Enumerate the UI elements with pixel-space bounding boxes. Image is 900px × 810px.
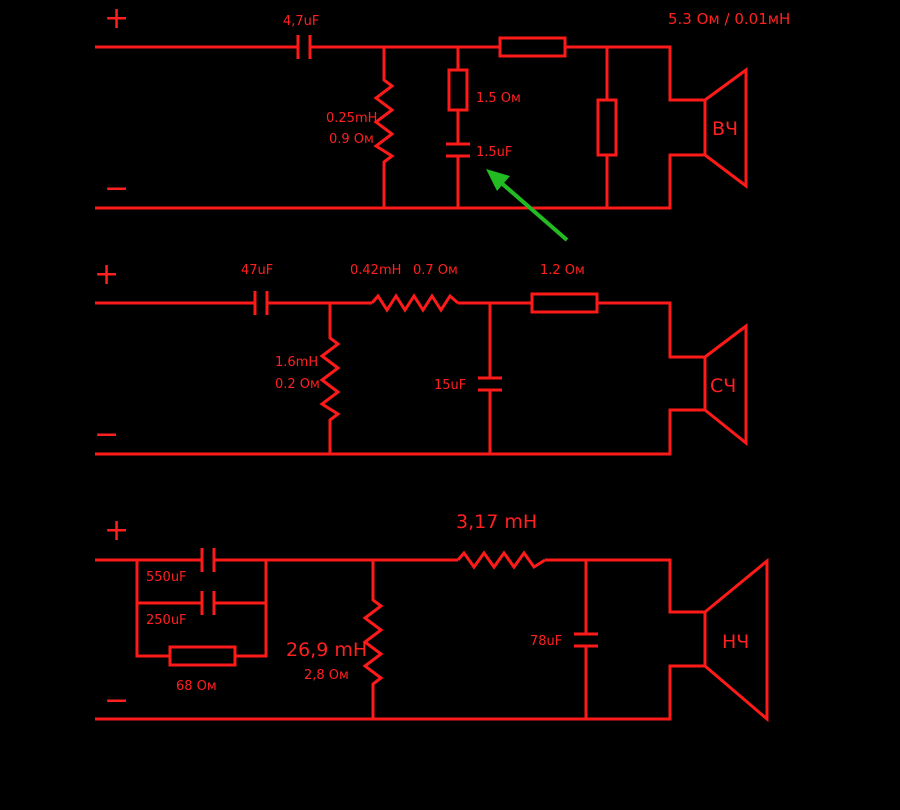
mid-shunt-inductor xyxy=(319,303,341,454)
woofer-shunt-inductor-resistance: 2,8 Ом xyxy=(304,668,349,683)
mid-series-inductor-label: 0.42mH xyxy=(350,263,401,278)
woofer-minus-terminal: − xyxy=(104,683,129,718)
woofer-plus-terminal: + xyxy=(104,513,129,548)
woofer-speaker-label: НЧ xyxy=(722,631,749,653)
woofer-parallel-resistor-label: 68 Ом xyxy=(176,679,217,694)
tweeter-notch-capacitor-label: 1.5uF xyxy=(476,145,512,160)
tweeter-top-wire xyxy=(95,45,705,102)
woofer-parallel-capacitor-2-label: 250uF xyxy=(146,613,187,628)
woofer-parallel-capacitor-1-label: 550uF xyxy=(146,570,187,585)
woofer-parallel-capacitor-1 xyxy=(200,548,216,572)
mid-series-capacitor-label: 47uF xyxy=(241,263,273,278)
tweeter-series-resistor xyxy=(498,36,567,58)
mid-series-resistor-label: 1.2 Ом xyxy=(540,263,585,278)
woofer-shunt-inductor-label: 26,9 mH xyxy=(286,639,367,661)
mid-shunt-inductor-resistance: 0.2 Ом xyxy=(275,377,320,392)
tweeter-shunt-inductor xyxy=(373,47,395,208)
mid-minus-terminal: − xyxy=(94,417,119,452)
tweeter-shunt-inductor-label: 0.25mH xyxy=(326,111,377,126)
mid-series-inductor-resistance: 0.7 Ом xyxy=(413,263,458,278)
tweeter-notch-resistor-label: 1.5 Ом xyxy=(476,91,521,106)
woofer-speaker-body xyxy=(670,610,707,668)
mid-speaker-body xyxy=(670,355,707,412)
annotation-arrow xyxy=(486,169,569,242)
mid-shunt-capacitor xyxy=(478,303,502,454)
woofer-parallel-bank-wire xyxy=(135,560,268,658)
tweeter-section: + − 5.3 Ом / 0.01мН 4,7uF 0.25mH 0.9 Ом … xyxy=(95,1,790,242)
woofer-series-inductor-label: 3,17 mH xyxy=(456,511,537,533)
mid-shunt-inductor-label: 1.6mH xyxy=(275,355,318,370)
tweeter-minus-terminal: − xyxy=(104,171,129,206)
mid-speaker-cone xyxy=(704,322,748,447)
mid-series-capacitor xyxy=(253,291,269,315)
tweeter-speaker-label: ВЧ xyxy=(712,118,738,140)
tweeter-header-label: 5.3 Ом / 0.01мН xyxy=(668,10,790,28)
woofer-parallel-capacitor-2 xyxy=(200,591,216,615)
tweeter-series-capacitor-label: 4,7uF xyxy=(283,14,319,29)
tweeter-notch-capacitor xyxy=(446,142,470,158)
woofer-section: + − 550uF 250uF 68 Ом 3,17 mH 26,9 mH 2,… xyxy=(95,511,769,723)
woofer-series-inductor xyxy=(456,550,546,570)
mid-plus-terminal: + xyxy=(94,257,119,292)
mid-speaker-label: СЧ xyxy=(710,375,736,397)
woofer-parallel-resistor xyxy=(168,645,237,667)
mid-series-resistor xyxy=(530,292,599,314)
woofer-speaker-cone xyxy=(704,557,769,723)
mid-top-wire xyxy=(95,301,705,359)
tweeter-speaker-cone xyxy=(704,67,748,190)
mid-section: + − 47uF 0.42mH 0.7 Ом 1.2 Ом 1.6mH 0.2 … xyxy=(94,257,748,456)
tweeter-bottom-wire xyxy=(95,153,705,210)
mid-series-inductor xyxy=(370,293,459,313)
woofer-shunt-inductor xyxy=(362,560,384,719)
tweeter-plus-terminal: + xyxy=(104,1,129,36)
tweeter-shunt-inductor-resistance: 0.9 Ом xyxy=(329,132,374,147)
mid-shunt-capacitor-label: 15uF xyxy=(434,378,466,393)
mid-bottom-wire xyxy=(95,408,705,456)
tweeter-notch-resistor xyxy=(447,68,469,112)
woofer-shunt-capacitor xyxy=(574,560,598,719)
tweeter-series-capacitor xyxy=(296,35,312,59)
woofer-shunt-capacitor-label: 78uF xyxy=(530,634,562,649)
tweeter-shunt-resistor xyxy=(596,98,618,157)
tweeter-speaker-body xyxy=(670,98,707,157)
